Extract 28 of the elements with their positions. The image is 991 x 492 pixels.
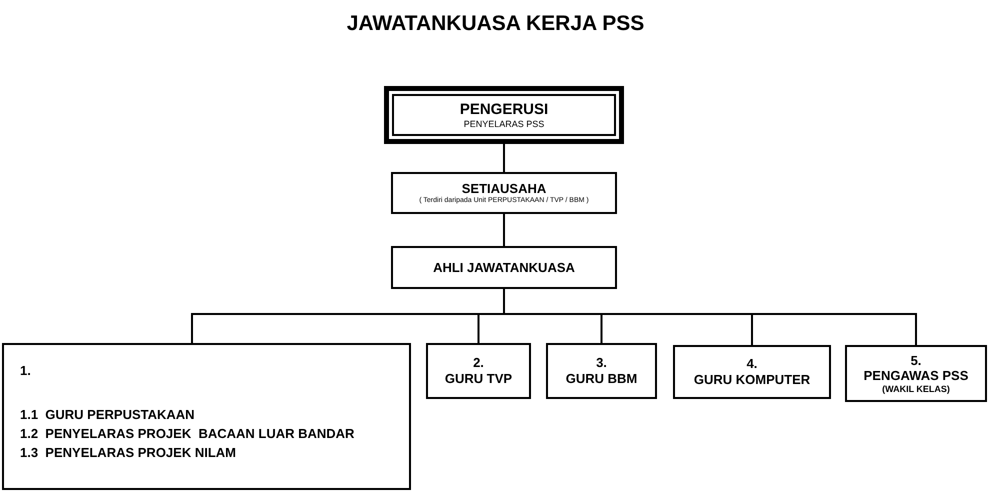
node-text: GURU BBM	[566, 371, 638, 387]
role-box	[546, 343, 657, 399]
node-text: 2.	[473, 355, 484, 371]
node-text: 1.3 PENYELARAS PROJEK NILAM	[20, 444, 236, 462]
node-text: PENYELARAS PSS	[464, 118, 544, 130]
node-text: 1.	[20, 362, 31, 380]
role-box	[673, 345, 831, 399]
role-box	[391, 172, 617, 214]
connector-line	[503, 144, 505, 172]
node-text: GURU TVP	[444, 371, 512, 387]
node-text: 1.1 GURU PERPUSTAKAAN	[20, 406, 195, 424]
node-text: 1.2 PENYELARAS PROJEK BACAAN LUAR BANDAR	[20, 425, 354, 443]
diagram-title: JAWATANKUASA KERJA PSS	[346, 12, 646, 36]
connector-line	[503, 214, 505, 246]
role-box	[845, 345, 987, 402]
node-text: GURU KOMPUTER	[694, 372, 810, 388]
node-text: AHLI JAWATANKUASA	[433, 260, 575, 276]
node-text: 5.	[910, 352, 922, 368]
node-text: PENGAWAS PSS	[864, 368, 968, 384]
node-text: 3.	[596, 355, 607, 371]
role-box	[391, 246, 617, 289]
node-text: SETIAUSAHA	[462, 181, 546, 196]
chairman-box	[384, 86, 624, 144]
node-text: (WAKIL KELAS)	[882, 384, 950, 394]
role-box	[2, 343, 411, 490]
role-box	[426, 343, 531, 399]
node-text: PENGERUSI	[460, 100, 548, 119]
node-text: 4.	[746, 356, 758, 372]
